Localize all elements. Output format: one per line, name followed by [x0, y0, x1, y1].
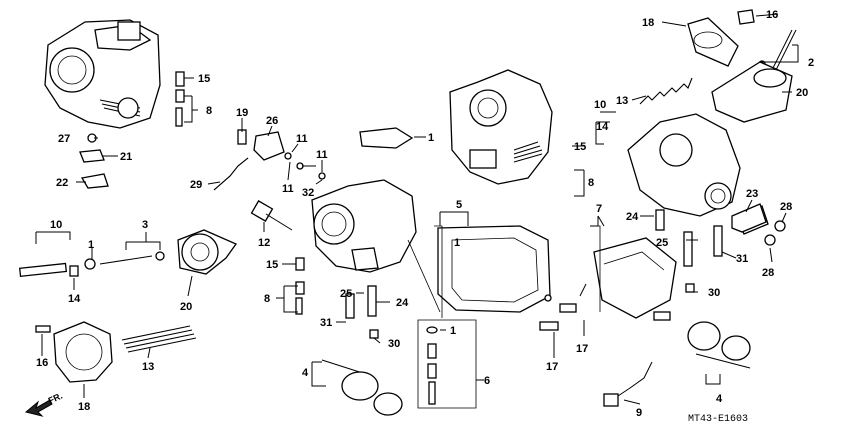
callout-label: 13: [616, 95, 628, 107]
callout-label: 7: [596, 203, 602, 215]
callout-label: 28: [762, 267, 774, 279]
drawing-code: MT43-E1603: [688, 414, 748, 425]
callout-label: 25: [340, 288, 352, 300]
callout-label: 1: [88, 239, 94, 251]
callout-label: 5: [456, 199, 462, 211]
leader-lines: [35, 13, 799, 409]
jet-parts: [345, 209, 786, 339]
chokes-bottom-center: [321, 326, 438, 416]
callout-label: 6: [484, 375, 490, 387]
callout-label: 3: [142, 219, 148, 231]
callout-label: 17: [546, 361, 558, 373]
callout-label: 31: [320, 317, 332, 329]
callout-label: 25: [656, 237, 668, 249]
callout-label: 1: [454, 237, 460, 249]
callout-label: 16: [36, 357, 48, 369]
carburetor-assembly-top-left: [44, 19, 161, 129]
spring-13-top: [639, 77, 693, 105]
callout-label: 14: [68, 293, 81, 305]
carburetor-body-center: [311, 179, 417, 273]
callout-label: 16: [766, 9, 778, 21]
callout-label: 13: [142, 361, 154, 373]
gasket-top: [359, 127, 414, 149]
callout-label: 19: [236, 107, 248, 119]
throttle-parts: [213, 129, 326, 191]
intake-boot-top-right: [687, 9, 797, 123]
callout-label: 8: [206, 105, 212, 117]
callout-label: 10: [50, 219, 62, 231]
callout-label: 1: [428, 132, 434, 144]
chokes-bottom-right: [539, 321, 751, 407]
callout-label: 29: [190, 179, 202, 191]
callout-label: 15: [574, 141, 586, 153]
callout-label: 10: [594, 99, 606, 111]
float-bowl-right: [593, 237, 677, 321]
callout-label: 20: [796, 87, 808, 99]
callout-numbers: 18 16 2 15 8 19 26 1 13 20 10 14 27 21 1…: [36, 9, 814, 419]
callout-label: 4: [716, 393, 723, 405]
callout-label: 21: [120, 151, 132, 163]
small-springs-screws: [175, 71, 305, 315]
callout-label: 27: [58, 133, 70, 145]
front-direction-arrow: FR.: [24, 391, 64, 417]
direction-label: FR.: [47, 391, 64, 406]
callout-label: 8: [264, 293, 270, 305]
float-parts-left: [18, 229, 237, 277]
float-bowl-gasket: [437, 225, 577, 313]
callout-label: 15: [266, 259, 278, 271]
callout-label: 2: [808, 57, 814, 69]
callout-label: 20: [180, 301, 192, 313]
callout-label: 22: [56, 177, 68, 189]
callout-label: 24: [626, 211, 639, 223]
callout-label: 14: [596, 121, 609, 133]
callout-label: 30: [708, 287, 720, 299]
callout-label: 30: [388, 338, 400, 350]
callout-label: 1: [450, 325, 456, 337]
callout-label: 28: [780, 201, 792, 213]
callout-label: 11: [316, 149, 328, 161]
callout-label: 4: [302, 367, 309, 379]
needle-12: [250, 200, 293, 231]
callout-label: 24: [396, 297, 409, 309]
callout-label: 15: [198, 73, 210, 85]
callout-label: 23: [746, 188, 758, 200]
callout-label: 18: [78, 401, 90, 413]
bracket-23: [731, 203, 767, 233]
callout-label: 12: [258, 237, 270, 249]
callout-label: 9: [636, 407, 642, 419]
callout-label: 11: [296, 133, 308, 145]
callout-label: 17: [576, 343, 588, 355]
callout-label: 32: [302, 187, 314, 199]
callout-label: 11: [282, 183, 294, 195]
parts-layer: [18, 9, 797, 416]
callout-label: 26: [266, 115, 278, 127]
callout-label: 31: [736, 253, 748, 265]
callout-label: 8: [588, 177, 594, 189]
cover-bottom-left: [35, 321, 197, 383]
bracket-parts-left: [79, 133, 109, 189]
callout-label: 18: [642, 17, 654, 29]
carburetor-body-top-center: [449, 69, 553, 185]
